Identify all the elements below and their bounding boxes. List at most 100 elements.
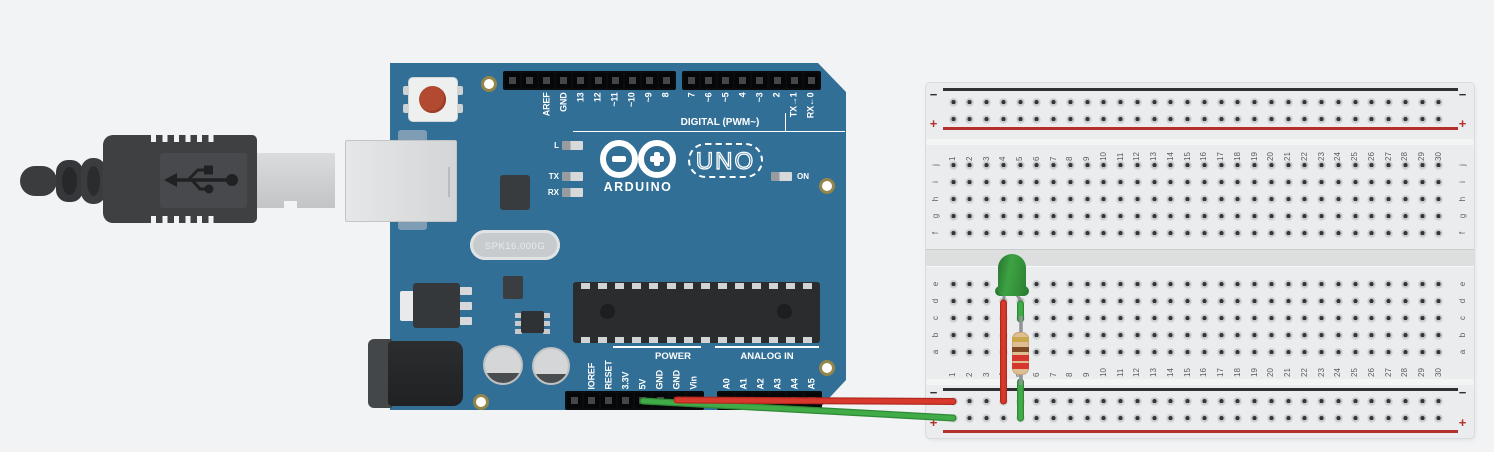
- breadboard-rail-hole[interactable]: [982, 413, 991, 423]
- breadboard-rail-hole[interactable]: [1417, 114, 1427, 124]
- breadboard-rail-hole[interactable]: [1199, 97, 1209, 107]
- breadboard-hole[interactable]: [1032, 313, 1042, 323]
- breadboard-rail-hole[interactable]: [965, 396, 975, 406]
- breadboard-hole[interactable]: [1166, 228, 1176, 238]
- breadboard-rail-hole[interactable]: [1317, 114, 1326, 124]
- breadboard-hole[interactable]: [965, 279, 975, 289]
- breadboard-rail-hole[interactable]: [1350, 114, 1360, 124]
- breadboard-hole[interactable]: [1065, 330, 1075, 340]
- breadboard-hole[interactable]: [1216, 228, 1226, 238]
- breadboard-hole[interactable]: [1216, 279, 1226, 289]
- breadboard-hole[interactable]: [1183, 296, 1192, 306]
- breadboard-hole[interactable]: [1233, 330, 1243, 340]
- breadboard-hole[interactable]: [1149, 296, 1159, 306]
- resistor[interactable]: [1012, 332, 1029, 375]
- breadboard-hole[interactable]: [1266, 313, 1276, 323]
- breadboard-hole[interactable]: [1283, 177, 1293, 187]
- breadboard-hole[interactable]: [1082, 347, 1092, 357]
- pin-socket[interactable]: [669, 393, 685, 408]
- pin-socket[interactable]: [735, 73, 751, 88]
- breadboard-hole[interactable]: [1350, 228, 1360, 238]
- breadboard-hole[interactable]: [1400, 177, 1410, 187]
- breadboard-hole[interactable]: [1250, 177, 1259, 187]
- breadboard-rail-hole[interactable]: [1400, 413, 1410, 423]
- breadboard-rail-hole[interactable]: [1166, 396, 1176, 406]
- breadboard-hole[interactable]: [1015, 160, 1025, 170]
- breadboard-hole[interactable]: [1250, 279, 1259, 289]
- breadboard-hole[interactable]: [1116, 211, 1125, 221]
- breadboard-hole[interactable]: [1434, 279, 1444, 289]
- breadboard-rail-hole[interactable]: [1250, 97, 1259, 107]
- breadboard-hole[interactable]: [1400, 211, 1410, 221]
- breadboard-hole[interactable]: [1015, 211, 1025, 221]
- breadboard-hole[interactable]: [1283, 194, 1293, 204]
- breadboard-hole[interactable]: [1082, 313, 1092, 323]
- breadboard-hole[interactable]: [1333, 296, 1343, 306]
- breadboard-hole[interactable]: [1266, 330, 1276, 340]
- breadboard-hole[interactable]: [1350, 194, 1360, 204]
- breadboard-rail-hole[interactable]: [1317, 396, 1326, 406]
- breadboard-rail-hole[interactable]: [1166, 97, 1176, 107]
- breadboard-hole[interactable]: [1400, 279, 1410, 289]
- breadboard-hole[interactable]: [948, 177, 958, 187]
- breadboard-rail-hole[interactable]: [1132, 114, 1142, 124]
- pin-socket[interactable]: [752, 73, 768, 88]
- breadboard-hole[interactable]: [1317, 160, 1326, 170]
- breadboard-rail-hole[interactable]: [1400, 97, 1410, 107]
- breadboard-hole[interactable]: [1199, 313, 1209, 323]
- breadboard-hole[interactable]: [1266, 279, 1276, 289]
- breadboard-hole[interactable]: [1015, 313, 1025, 323]
- breadboard-hole[interactable]: [1250, 296, 1259, 306]
- breadboard-rail-hole[interactable]: [1350, 97, 1360, 107]
- breadboard-hole[interactable]: [1032, 347, 1042, 357]
- breadboard-hole[interactable]: [1099, 313, 1109, 323]
- pin-socket[interactable]: [769, 73, 785, 88]
- breadboard-hole[interactable]: [1333, 279, 1343, 289]
- breadboard-hole[interactable]: [982, 228, 991, 238]
- breadboard-hole[interactable]: [1032, 296, 1042, 306]
- breadboard-hole[interactable]: [1367, 160, 1377, 170]
- breadboard-hole[interactable]: [1099, 279, 1109, 289]
- breadboard-hole[interactable]: [1300, 211, 1310, 221]
- breadboard-hole[interactable]: [1149, 228, 1159, 238]
- breadboard-hole[interactable]: [1250, 194, 1259, 204]
- breadboard-rail-hole[interactable]: [1367, 413, 1377, 423]
- breadboard-hole[interactable]: [1099, 228, 1109, 238]
- breadboard-hole[interactable]: [1082, 177, 1092, 187]
- breadboard-rail-hole[interactable]: [1166, 413, 1176, 423]
- breadboard-rail-hole[interactable]: [1333, 413, 1343, 423]
- breadboard-rail-hole[interactable]: [1065, 413, 1075, 423]
- breadboard-hole[interactable]: [1183, 211, 1192, 221]
- breadboard-hole[interactable]: [1199, 330, 1209, 340]
- breadboard-hole[interactable]: [965, 228, 975, 238]
- pin-socket[interactable]: [556, 73, 572, 88]
- breadboard-hole[interactable]: [1417, 177, 1427, 187]
- breadboard-hole[interactable]: [948, 160, 958, 170]
- breadboard-hole[interactable]: [1032, 330, 1042, 340]
- breadboard-rail-hole[interactable]: [1183, 114, 1192, 124]
- breadboard-rail-hole[interactable]: [1216, 114, 1226, 124]
- breadboard-hole[interactable]: [1082, 194, 1092, 204]
- breadboard-hole[interactable]: [965, 330, 975, 340]
- breadboard-hole[interactable]: [1417, 347, 1427, 357]
- pin-socket[interactable]: [624, 73, 640, 88]
- pin-socket[interactable]: [607, 73, 623, 88]
- breadboard-hole[interactable]: [1032, 160, 1042, 170]
- pin-socket[interactable]: [635, 393, 651, 408]
- breadboard-hole[interactable]: [1166, 194, 1176, 204]
- breadboard-hole[interactable]: [998, 177, 1008, 187]
- breadboard-hole[interactable]: [1116, 177, 1125, 187]
- breadboard-hole[interactable]: [1183, 313, 1192, 323]
- breadboard-hole[interactable]: [1233, 279, 1243, 289]
- breadboard-hole[interactable]: [982, 296, 991, 306]
- breadboard-rail-hole[interactable]: [1183, 413, 1192, 423]
- breadboard-rail-hole[interactable]: [1384, 114, 1393, 124]
- pin-socket[interactable]: [753, 393, 769, 408]
- breadboard-hole[interactable]: [965, 177, 975, 187]
- breadboard-rail-hole[interactable]: [1367, 396, 1377, 406]
- breadboard-hole[interactable]: [1367, 347, 1377, 357]
- breadboard-hole[interactable]: [965, 211, 975, 221]
- breadboard-hole[interactable]: [1317, 330, 1326, 340]
- breadboard-hole[interactable]: [1183, 177, 1192, 187]
- breadboard-hole[interactable]: [1400, 194, 1410, 204]
